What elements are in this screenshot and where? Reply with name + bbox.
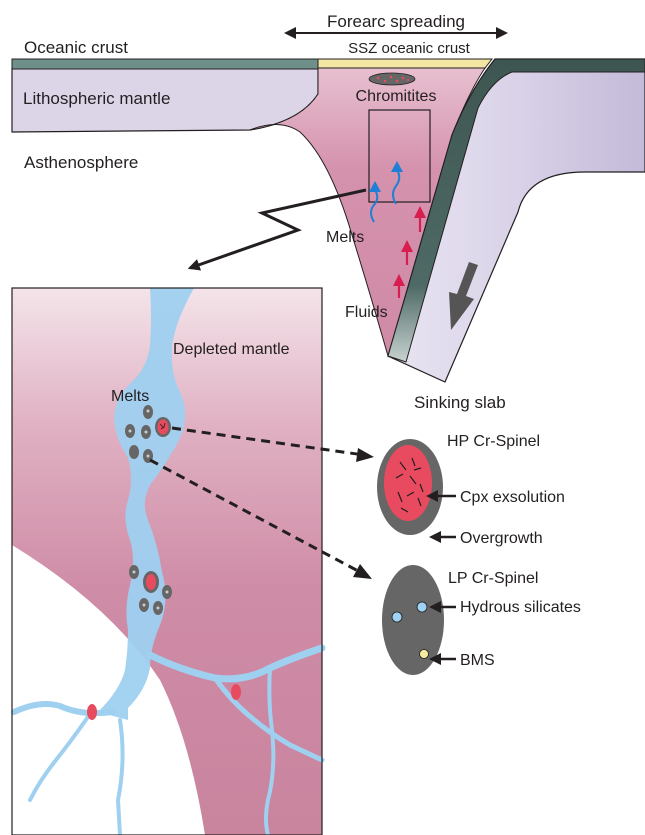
label-ssz-oceanic-crust: SSZ oceanic crust [348,40,471,57]
dashed-arrowheads [353,448,374,579]
vein-spinel-right [231,684,241,700]
label-lithospheric-mantle: Lithospheric mantle [23,89,170,108]
label-melts-inset: Melts [111,388,149,405]
ssz-oceanic-crust-layer [318,59,492,68]
label-lp-cr-spinel: LP Cr-Spinel [448,570,538,587]
label-hp-cr-spinel: HP Cr-Spinel [447,433,540,450]
hydrous-silicate-inclusion-right [417,602,427,612]
bms-inclusion [420,650,429,659]
label-fluids: Fluids [345,304,388,321]
hp-cr-spinel-grain [377,439,443,535]
label-melts-upper: Melts [326,229,364,246]
inset-panel [12,288,322,835]
label-forearc-spreading: Forearc spreading [327,12,465,31]
hydrous-silicate-inclusion-left [392,612,402,622]
label-overgrowth: Overgrowth [460,530,543,547]
vein-spinel-left [87,704,97,720]
label-oceanic-crust: Oceanic crust [24,38,128,57]
label-depleted-mantle: Depleted mantle [173,341,290,358]
label-hydrous-silicates: Hydrous silicates [460,599,581,616]
label-sinking-slab: Sinking slab [414,393,506,412]
label-bms: BMS [460,652,495,669]
label-cpx-exsolution: Cpx exsolution [460,489,565,506]
oceanic-crust-layer [12,59,318,69]
label-asthenosphere: Asthenosphere [24,153,138,172]
label-chromitites: Chromitites [356,88,437,105]
